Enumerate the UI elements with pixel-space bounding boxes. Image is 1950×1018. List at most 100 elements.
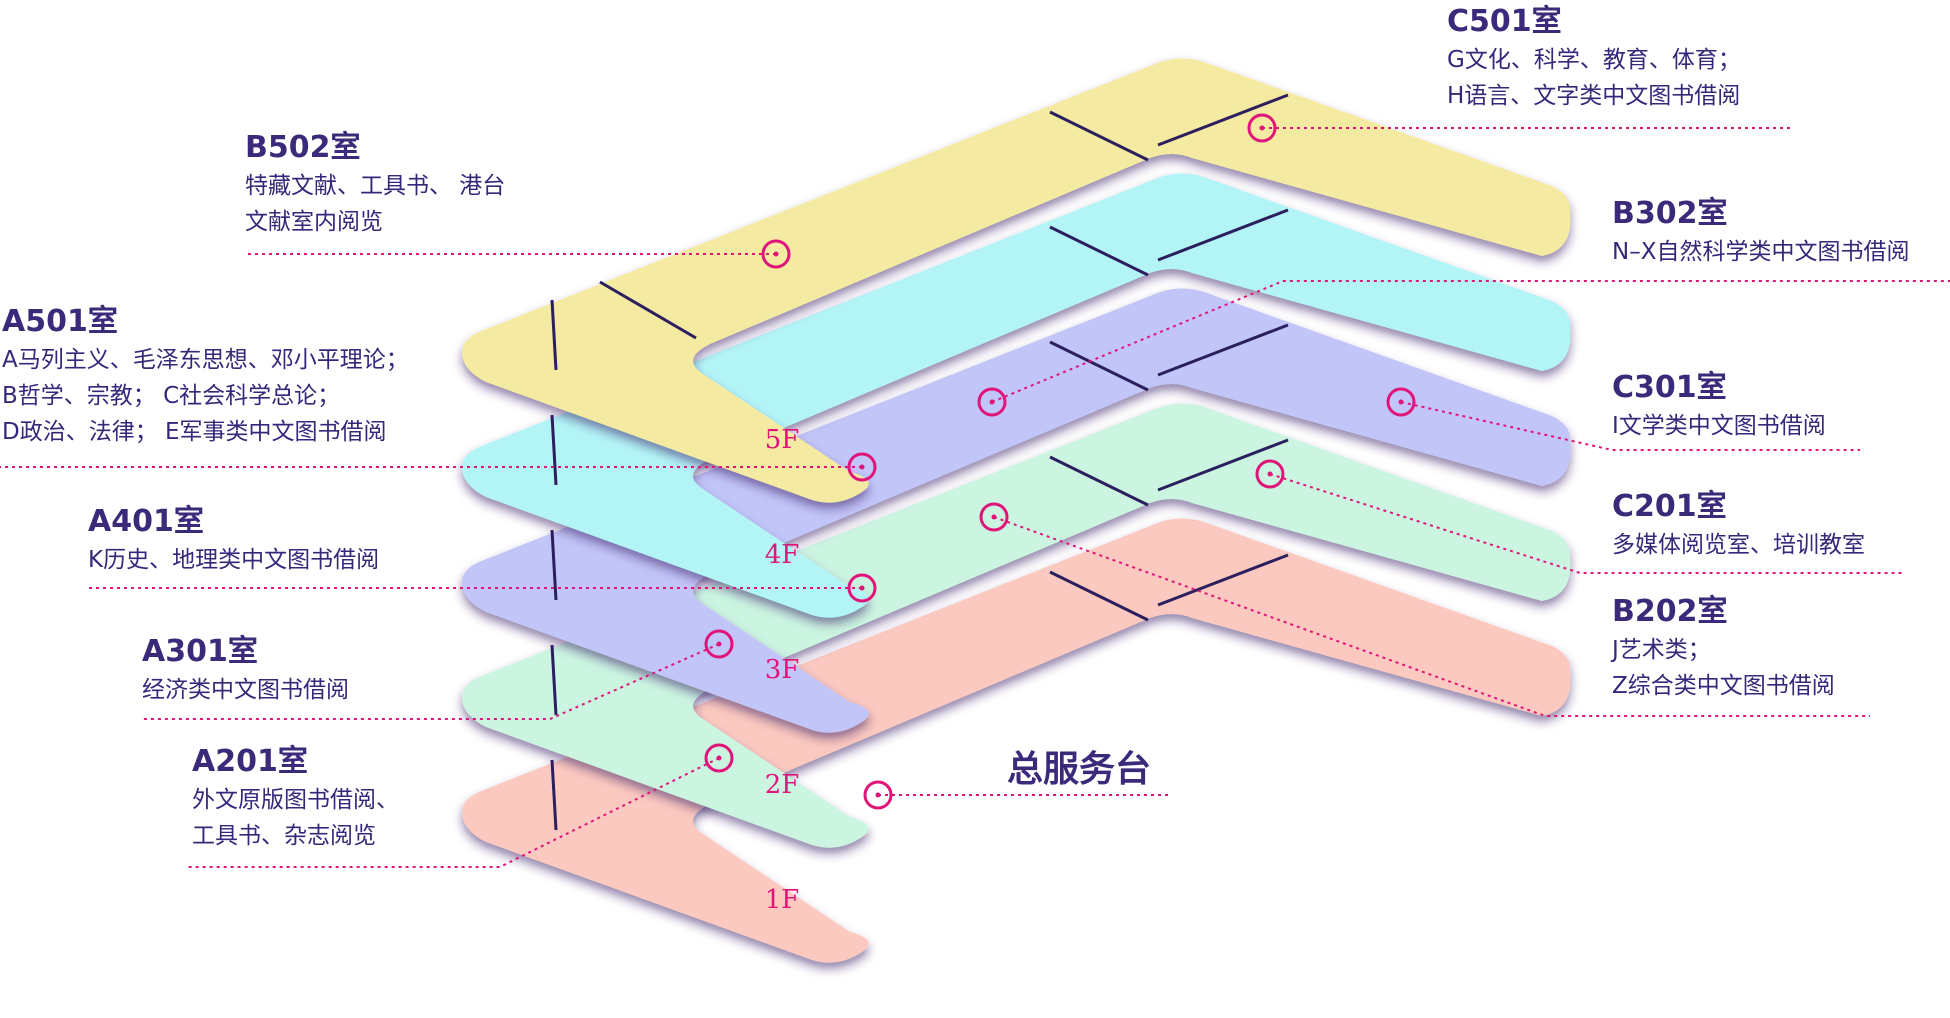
- room-title: B302室: [1612, 196, 1728, 231]
- room-desc: 工具书、杂志阅览: [192, 823, 376, 849]
- location-ring-icon: [704, 743, 734, 773]
- room-divider: [1049, 225, 1149, 277]
- room-label-c201: C201室 多媒体阅览室、培训教室: [1612, 487, 1865, 563]
- dotted-line: [1400, 401, 1860, 451]
- room-divider: [1157, 93, 1289, 147]
- floor-label: 5F: [765, 425, 800, 455]
- room-divider: [1157, 208, 1289, 262]
- room-desc: K历史、地理类中文图书借阅: [88, 547, 380, 573]
- room-divider: [550, 414, 558, 486]
- floor-2f: 2F: [462, 403, 1571, 848]
- room-desc: 文献室内阅览: [245, 209, 383, 235]
- room-title: C301室: [1612, 370, 1727, 405]
- room-desc: A马列主义、毛泽东思想、邓小平理论；: [2, 347, 409, 373]
- room-desc: 多媒体阅览室、培训教室: [1612, 532, 1865, 558]
- room-divider: [1049, 110, 1149, 162]
- room-title: A201室: [192, 744, 308, 779]
- leader-line: [245, 239, 791, 269]
- room-desc: 外文原版图书借阅、: [192, 787, 399, 813]
- dotted-line: [991, 280, 1950, 403]
- room-label-a301: A301室 经济类中文图书借阅: [142, 632, 349, 708]
- room-divider: [1157, 553, 1289, 607]
- floor-5f: 5F: [462, 58, 1571, 503]
- floor-plate: [462, 518, 1571, 963]
- service-desk-label: 总服务台: [1007, 749, 1152, 790]
- room-desc: H语言、文字类中文图书借阅: [1447, 83, 1741, 109]
- room-title: A301室: [142, 634, 258, 669]
- leader-line: [0, 452, 877, 482]
- floor-stack: 1F 2F 3F 4F 5F: [462, 58, 1571, 963]
- leader-line: [1386, 387, 1860, 451]
- floor-label: 4F: [765, 540, 800, 570]
- room-label-a401: A401室 K历史、地理类中文图书借阅: [88, 502, 379, 578]
- location-dot-icon: [716, 641, 722, 647]
- leader-lines: [0, 113, 1950, 868]
- room-label-c301: C301室 I文学类中文图书借阅: [1612, 368, 1826, 444]
- leader-line: [1247, 113, 1790, 143]
- location-dot-icon: [773, 251, 779, 257]
- room-label-a201: A201室 外文原版图书借阅、 工具书、杂志阅览: [192, 742, 399, 854]
- location-dot-icon: [859, 464, 865, 470]
- leader-line: [188, 743, 734, 868]
- location-ring-icon: [863, 780, 893, 810]
- room-divider: [599, 280, 697, 340]
- location-ring-icon: [979, 502, 1009, 532]
- room-label-b302: B302室 N–X自然科学类中文图书借阅: [1612, 194, 1909, 270]
- leader-line: [1255, 459, 1902, 574]
- room-desc: Z综合类中文图书借阅: [1612, 673, 1835, 699]
- location-dot-icon: [1259, 125, 1265, 131]
- room-title: A401室: [88, 504, 204, 539]
- room-desc: N–X自然科学类中文图书借阅: [1612, 239, 1910, 265]
- room-title: C201室: [1612, 489, 1727, 524]
- leader-line: [979, 502, 1870, 717]
- room-divider: [1049, 340, 1149, 392]
- floor-label: 3F: [765, 655, 800, 685]
- dotted-line: [142, 643, 720, 720]
- room-label-b202: B202室 J艺术类； Z综合类中文图书借阅: [1612, 592, 1835, 704]
- room-divider: [1157, 438, 1289, 492]
- room-divider: [550, 759, 558, 831]
- room-label-a501: A501室 A马列主义、毛泽东思想、邓小平理论； B哲学、宗教； C社会科学总论…: [2, 302, 409, 450]
- room-desc: G文化、科学、教育、体育；: [1447, 47, 1741, 73]
- floor-plate: [462, 288, 1571, 733]
- location-dot-icon: [859, 585, 865, 591]
- room-divider: [1049, 455, 1149, 507]
- room-divider: [550, 529, 558, 601]
- room-desc: J艺术类；: [1612, 637, 1711, 663]
- room-label-b502: B502室 特藏文献、工具书、 港台 文献室内阅览: [245, 128, 505, 240]
- location-ring-icon: [1386, 387, 1416, 417]
- room-divider: [1157, 323, 1289, 377]
- location-ring-icon: [761, 239, 791, 269]
- floor-label: 2F: [765, 770, 800, 800]
- room-title: C501室: [1447, 4, 1562, 39]
- floor-plate: [462, 173, 1571, 618]
- location-dot-icon: [1267, 471, 1273, 477]
- location-dot-icon: [875, 792, 881, 798]
- location-dot-icon: [989, 399, 995, 405]
- floor-plate: [462, 58, 1571, 503]
- location-dot-icon: [716, 755, 722, 761]
- dotted-line: [1269, 473, 1902, 574]
- location-ring-icon: [704, 629, 734, 659]
- leader-line: [977, 280, 1950, 417]
- room-title: B502室: [245, 130, 361, 165]
- floor-label: 1F: [765, 885, 800, 915]
- leader-line: [863, 780, 1168, 810]
- room-desc: D政治、法律； E军事类中文图书借阅: [2, 419, 387, 445]
- leader-line: [142, 629, 734, 720]
- location-dot-icon: [991, 514, 997, 520]
- room-divider: [550, 644, 558, 716]
- location-ring-icon: [1247, 113, 1277, 143]
- room-desc: B哲学、宗教； C社会科学总论；: [2, 383, 341, 409]
- room-divider: [550, 299, 558, 371]
- room-desc: I文学类中文图书借阅: [1612, 413, 1826, 439]
- room-label-c501: C501室 G文化、科学、教育、体育； H语言、文字类中文图书借阅: [1447, 2, 1741, 114]
- room-desc: 经济类中文图书借阅: [142, 677, 349, 703]
- room-title: B202室: [1612, 594, 1728, 629]
- room-divider: [1049, 570, 1149, 622]
- location-ring-icon: [1255, 459, 1285, 489]
- location-dot-icon: [1398, 399, 1404, 405]
- location-ring-icon: [847, 452, 877, 482]
- floor-plate: [462, 403, 1571, 848]
